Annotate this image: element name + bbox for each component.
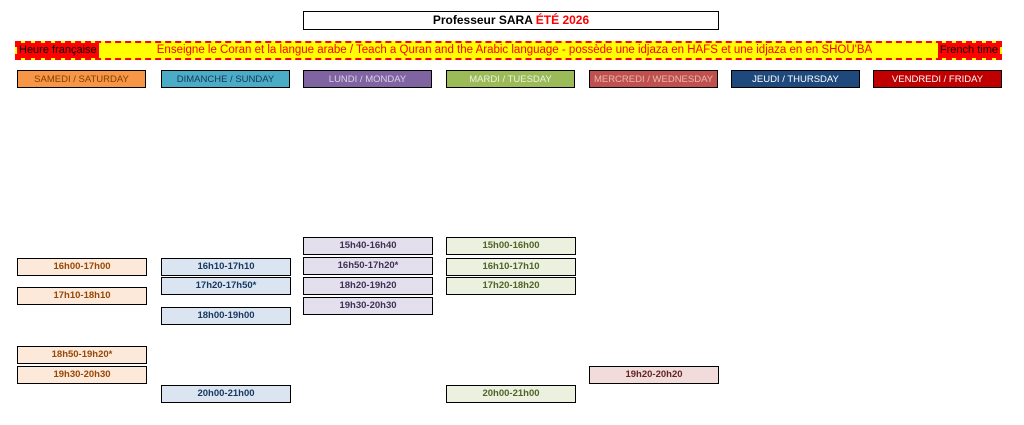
day-header-wednesday: MERCREDI / WEDNESDAY — [589, 70, 718, 88]
slot-tuesday: 16h10-17h10 — [446, 258, 576, 276]
day-header-tuesday: MARDI / TUESDAY — [446, 70, 575, 88]
slot-sunday: 17h20-17h50* — [161, 277, 291, 295]
day-header-thursday: JEUDI / THURSDAY — [731, 70, 860, 88]
banner-left-tag: Heure française — [17, 43, 99, 58]
day-header-friday: VENDREDI / FRIDAY — [873, 70, 1002, 88]
slot-sunday: 20h00-21h00 — [161, 385, 291, 403]
day-header-saturday: SAMEDI / SATURDAY — [17, 70, 146, 88]
slot-monday: 16h50-17h20* — [303, 257, 433, 275]
slot-monday: 18h20-19h20 — [303, 277, 433, 295]
slot-wednesday: 19h20-20h20 — [589, 366, 719, 384]
slot-saturday: 19h30-20h30 — [17, 366, 147, 384]
banner-right-tag: French time — [937, 43, 1000, 58]
info-banner: Heure française Enseigne le Coran et la … — [15, 41, 1002, 60]
slot-tuesday: 20h00-21h00 — [446, 385, 576, 403]
day-header-sunday: DIMANCHE / SUNDAY — [161, 70, 290, 88]
slot-monday: 19h30-20h30 — [303, 297, 433, 315]
slot-sunday: 18h00-19h00 — [161, 307, 291, 325]
schedule-title: Professeur SARA ÉTÉ 2026 — [303, 11, 719, 30]
slot-saturday: 18h50-19h20* — [17, 346, 147, 364]
slot-saturday: 17h10-18h10 — [17, 287, 147, 305]
title-season: ÉTÉ 2026 — [535, 13, 590, 27]
title-prefix: Professeur SARA — [432, 13, 533, 27]
day-header-monday: LUNDI / MONDAY — [303, 70, 432, 88]
slot-monday: 15h40-16h40 — [303, 237, 433, 255]
banner-message: Enseigne le Coran et la langue arabe / T… — [156, 44, 873, 56]
slot-tuesday: 15h00-16h00 — [446, 237, 576, 255]
slot-sunday: 16h10-17h10 — [161, 258, 291, 276]
slot-tuesday: 17h20-18h20 — [446, 277, 576, 295]
slot-saturday: 16h00-17h00 — [17, 258, 147, 276]
